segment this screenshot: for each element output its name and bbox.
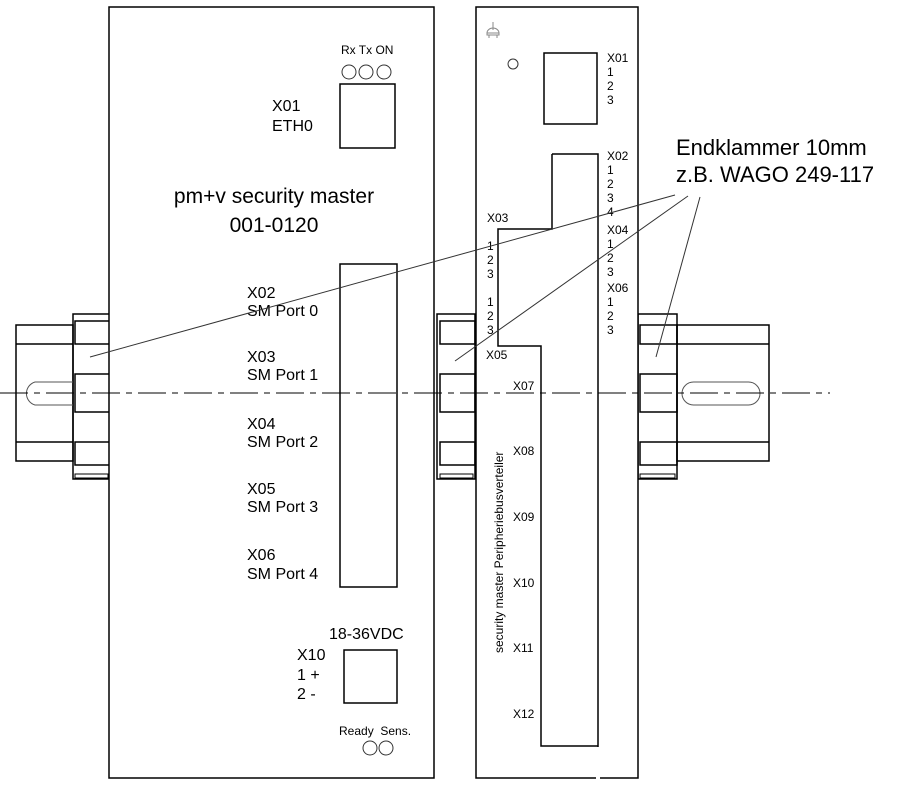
power-connector-id: X10 (297, 647, 326, 664)
annotation-line-1: Endklammer 10mm (676, 135, 867, 160)
bottom-led-labels: Ready Sens. (339, 724, 411, 738)
pin-label: 1 (607, 65, 614, 79)
led-tx (358, 64, 374, 80)
bus-connector-outline (497, 153, 599, 787)
x01-connector (543, 52, 598, 125)
port-id: X02 (247, 285, 276, 302)
distributor-module: X01 1 2 3 X02 1 2 3 4 X04 1 2 3 X06 1 2 … (475, 6, 639, 787)
port-id: X06 (247, 547, 276, 564)
pin-label: 1 (487, 295, 494, 309)
leader-line-right-clamp (655, 196, 701, 358)
connector-id: X04 (607, 223, 629, 237)
leader-line-middle-clamp (454, 195, 689, 362)
connector-id: X01 (607, 51, 629, 65)
pin-label: 1 (607, 163, 614, 177)
pin-label: 3 (607, 93, 614, 107)
pin-label: 2 (607, 309, 614, 323)
leader-line-left-clamp (89, 194, 676, 358)
bus-connector-id: X08 (513, 444, 535, 458)
port-name: SM Port 1 (247, 367, 318, 384)
power-pin-1: 1 + (297, 667, 320, 684)
port-name: SM Port 3 (247, 499, 318, 516)
device-title: pm+v security master (174, 185, 374, 208)
pin-label: 3 (487, 323, 494, 337)
pin-label: 4 (607, 205, 614, 219)
bus-connector-id: X12 (513, 707, 535, 721)
bus-connector-id: X09 (513, 510, 535, 524)
pin-label: 3 (607, 265, 614, 279)
pin-label: 2 (607, 251, 614, 265)
power-voltage: 18-36VDC (329, 626, 404, 643)
pin-label: 2 (487, 253, 494, 267)
port-name: SM Port 4 (247, 566, 318, 583)
sm-port-connector-block (339, 263, 398, 588)
connector-id: X06 (607, 281, 629, 295)
pin-label: 2 (487, 309, 494, 323)
eth-connector-name: ETH0 (272, 118, 313, 135)
part-number: 001-0120 (230, 214, 319, 237)
led-on (376, 64, 392, 80)
left-end-clamp (15, 313, 111, 480)
bus-connector-id: X07 (513, 379, 535, 393)
left-clamp-flange (72, 313, 111, 480)
pin-label: 3 (487, 267, 494, 281)
right-end-clamp (637, 313, 770, 480)
bus-connector-id: X11 (513, 641, 534, 655)
middle-end-clamp (436, 313, 476, 480)
pin-label: 3 (607, 323, 614, 337)
pin-label: 2 (607, 177, 614, 191)
right-clamp-flange (637, 313, 678, 480)
annotation-line-2: z.B. WAGO 249-117 (676, 162, 874, 187)
connector-id: X03 (487, 211, 509, 225)
led-sens (378, 740, 394, 756)
port-id: X05 (247, 481, 276, 498)
middle-clamp-body (436, 313, 476, 480)
ground-icon (486, 22, 500, 38)
pin-label: 1 (607, 295, 614, 309)
pin-label: 3 (607, 191, 614, 205)
bus-connector-id: X10 (513, 576, 535, 590)
led-rx (341, 64, 357, 80)
right-clamp-body (676, 324, 770, 462)
status-led (507, 58, 519, 70)
port-id: X04 (247, 416, 276, 433)
pin-label: 1 (607, 237, 614, 251)
port-id: X03 (247, 349, 276, 366)
port-name: SM Port 2 (247, 434, 318, 451)
eth0-connector (339, 83, 396, 149)
led-ready (362, 740, 378, 756)
connector-id: X02 (607, 149, 629, 163)
connector-id: X05 (486, 348, 508, 362)
pin-label: 2 (607, 79, 614, 93)
power-pin-2: 2 - (297, 686, 316, 703)
top-led-labels: Rx Tx ON (341, 43, 393, 57)
eth-connector-id: X01 (272, 98, 301, 115)
power-connector (343, 649, 398, 704)
port-name: SM Port 0 (247, 303, 318, 320)
vertical-module-label: security master Peripheriebusverteiler (492, 452, 506, 653)
